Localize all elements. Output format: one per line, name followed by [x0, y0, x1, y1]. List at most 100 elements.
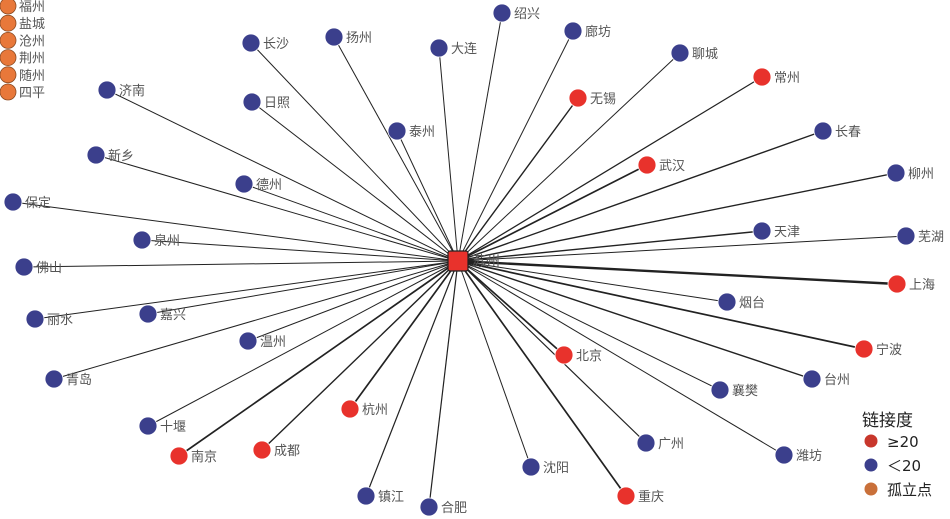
edge-保定 [12, 201, 459, 262]
isolated-label: 四平 [19, 86, 45, 101]
node-label: 佛山 [36, 261, 62, 276]
edge-台州 [457, 260, 813, 380]
node-温州: 温州 [238, 331, 286, 351]
node-label: 广州 [658, 437, 684, 452]
node-label: 镇江 [378, 490, 404, 505]
node-marker [717, 292, 737, 312]
node-label: 沈阳 [543, 461, 569, 476]
isolated-label: 荆州 [19, 51, 45, 67]
edge-重庆 [457, 260, 627, 497]
node-marker [252, 440, 272, 460]
isolated-marker [0, 49, 17, 66]
isolated-marker [0, 66, 17, 84]
isolated-node-荆州: 荆州 [0, 49, 45, 67]
node-天津: 天津 [752, 221, 800, 241]
node-保定: 保定 [3, 192, 51, 212]
node-marker [616, 486, 636, 506]
isolated-marker [0, 32, 17, 49]
node-marker [356, 486, 376, 506]
edge-扬州 [333, 36, 459, 262]
node-marker [774, 445, 794, 465]
node-marker [387, 121, 407, 141]
edge-无锡 [457, 97, 579, 262]
node-十堰: 十堰 [138, 416, 186, 436]
node-label: 泰州 [409, 125, 435, 140]
node-marker [340, 399, 360, 419]
node-label: 廊坊 [585, 24, 611, 40]
node-潍坊: 潍坊 [774, 445, 822, 465]
node-marker [568, 88, 588, 108]
node-marker [636, 433, 656, 453]
edge-泉州 [141, 239, 459, 262]
node-新乡: 新乡 [86, 145, 134, 165]
node-marker [132, 230, 152, 250]
node-label: 上海 [909, 278, 935, 293]
node-label: 大连 [451, 41, 477, 57]
isolated-label: 盐城 [19, 17, 45, 32]
edge-青岛 [53, 260, 459, 380]
node-label: 南京 [191, 449, 217, 465]
node-marker [234, 174, 254, 194]
edge-广州 [457, 260, 647, 444]
node-label: 台州 [824, 373, 850, 388]
node-label: 常州 [774, 71, 800, 86]
nodes: 绍兴廊坊长沙扬州大连聊城常州济南无锡日照泰州长春新乡武汉柳州德州保定泉州天津芜湖… [3, 3, 944, 517]
isolated-label: 福州 [19, 0, 45, 15]
node-marker [169, 446, 189, 466]
node-label: 合肥 [441, 501, 467, 516]
node-label: 青岛 [66, 372, 92, 388]
center-node-group: 苏州 [447, 250, 500, 272]
node-marker [238, 331, 258, 351]
node-marker [670, 43, 690, 63]
node-烟台: 烟台 [717, 292, 765, 312]
node-嘉兴: 嘉兴 [138, 304, 186, 324]
node-marker [887, 274, 907, 294]
node-label: 重庆 [638, 489, 664, 505]
node-marker [752, 221, 772, 241]
node-marker [97, 80, 117, 100]
node-青岛: 青岛 [44, 369, 92, 389]
node-marker [419, 497, 439, 517]
edge-天津 [457, 230, 763, 262]
edge-长沙 [250, 42, 459, 262]
legend-label-low: ＜20 [887, 457, 921, 475]
edge-武汉 [457, 164, 648, 262]
node-label: 保定 [25, 196, 51, 211]
node-合肥: 合肥 [419, 497, 467, 517]
node-label: 襄樊 [732, 383, 758, 399]
edge-丽水 [34, 260, 459, 320]
edge-嘉兴 [147, 260, 459, 315]
node-扬州: 扬州 [324, 27, 372, 47]
legend-label-isolated: 孤立点 [887, 481, 932, 499]
edge-宁波 [457, 260, 865, 350]
node-marker [886, 163, 906, 183]
node-marker [563, 21, 583, 41]
node-成都: 成都 [252, 440, 300, 460]
edge-常州 [457, 76, 763, 262]
node-marker [521, 457, 541, 477]
node-无锡: 无锡 [568, 88, 616, 108]
edge-烟台 [457, 260, 728, 303]
node-常州: 常州 [752, 67, 800, 87]
node-marker [14, 257, 34, 277]
edge-日照 [251, 101, 459, 262]
isolated-node-随州: 随州 [0, 66, 45, 84]
node-大连: 大连 [429, 38, 477, 58]
edge-济南 [106, 89, 459, 262]
node-label: 德州 [256, 178, 282, 193]
node-柳州: 柳州 [886, 163, 934, 183]
edge-北京 [457, 260, 565, 356]
edge-镇江 [365, 260, 459, 497]
node-marker [429, 38, 449, 58]
isolated-node-沧州: 沧州 [0, 32, 45, 49]
node-label: 扬州 [346, 31, 372, 46]
node-label: 柳州 [908, 167, 934, 182]
node-marker [138, 416, 158, 436]
node-label: 武汉 [659, 159, 685, 174]
node-长沙: 长沙 [241, 33, 289, 53]
node-label: 芜湖 [918, 230, 944, 245]
node-泰州: 泰州 [387, 121, 435, 141]
isolated-marker [0, 14, 17, 32]
node-label: 潍坊 [796, 449, 822, 464]
edge-襄樊 [457, 260, 721, 391]
